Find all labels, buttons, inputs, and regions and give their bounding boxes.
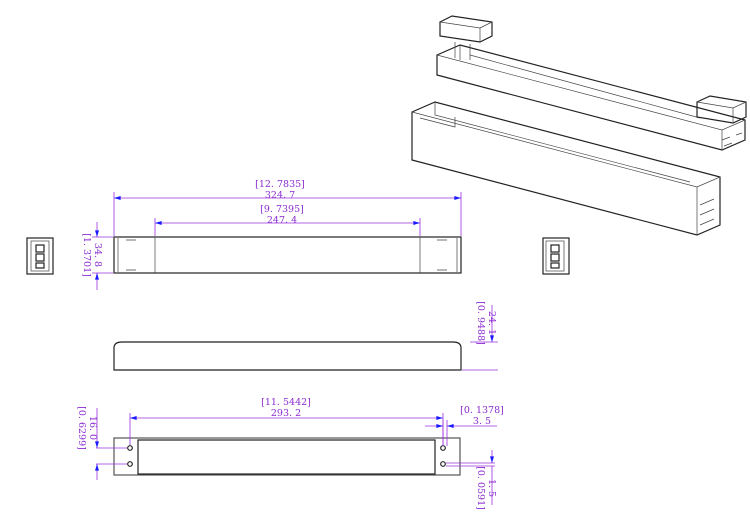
dim-label-inch: [12. 7835] [255, 179, 305, 190]
upper-housing [436, 44, 746, 151]
dim-label-mm: 324. 7 [265, 190, 295, 201]
dim-label-inch: [0. 0591] [475, 466, 486, 510]
dim-label-mm: 293. 2 [271, 408, 301, 419]
side-view [113, 341, 462, 371]
top-view [113, 236, 462, 274]
dim-label-inch: [0. 1378] [460, 405, 504, 416]
end-cap-top [439, 15, 493, 60]
dim-label-mm: 1. 5 [486, 479, 497, 497]
dim-overall-length: [12. 7835] 324. 7 [113, 179, 462, 236]
dim-label-mm: 34. 8 [92, 243, 103, 267]
bottom-view [113, 437, 461, 476]
isometric-view [411, 15, 747, 236]
end-view-right [542, 237, 570, 275]
dim-label-mm: 247. 4 [267, 215, 297, 226]
dim-label-inch: [9. 7395] [260, 204, 304, 215]
dim-hole-spacing: [0. 6299] 16. 0 [76, 406, 127, 480]
dim-hole-offset: [0. 1378] 3. 5 [425, 405, 504, 446]
dim-height: [0. 9488] 24. 1 [462, 301, 498, 371]
end-view-left [26, 237, 54, 275]
dim-label-mm: 16. 0 [87, 416, 98, 440]
end-cap-right [696, 95, 747, 147]
dim-label-inch: [1. 3701] [81, 233, 92, 277]
dim-hole-diameter: [0. 0591] 1. 5 [446, 450, 497, 510]
dim-label-mm: 3. 5 [473, 416, 491, 427]
dim-label-inch: [0. 6299] [76, 406, 87, 450]
dim-width: [1. 3701] 34. 8 [81, 222, 113, 290]
dim-label-mm: 24. 1 [486, 311, 497, 335]
mounting-holes [127, 445, 446, 467]
dim-label-inch: [11. 5442] [261, 397, 311, 408]
lower-housing [411, 101, 721, 236]
dim-label-inch: [0. 9488] [475, 301, 486, 345]
dim-cover-length: [9. 7395] 247. 4 [154, 204, 421, 236]
